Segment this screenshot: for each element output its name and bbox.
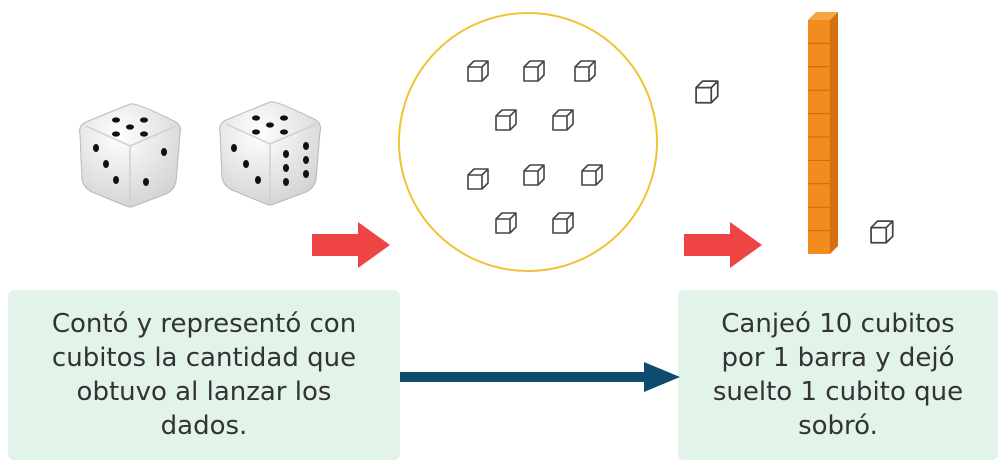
ten-rod-icon bbox=[808, 12, 838, 254]
right-caption-box: Canjeó 10 cubitos por 1 barra y dejó sue… bbox=[678, 290, 998, 460]
unit-cube-icon bbox=[870, 220, 894, 244]
blue-arrow-icon bbox=[400, 362, 680, 392]
unit-cube-icon bbox=[523, 60, 545, 82]
unit-cube-icon bbox=[552, 212, 574, 234]
unit-cube-icon bbox=[495, 212, 517, 234]
unit-cube-icon bbox=[695, 80, 719, 104]
right-caption-text: Canjeó 10 cubitos por 1 barra y dejó sue… bbox=[712, 309, 964, 441]
left-caption-box: Contó y representó con cubitos la cantid… bbox=[8, 290, 400, 460]
unit-cube-icon bbox=[574, 60, 596, 82]
unit-cube-icon bbox=[523, 164, 545, 186]
counting-circle bbox=[398, 12, 658, 272]
red-arrow-icon-right bbox=[684, 222, 762, 268]
die-icon-first bbox=[79, 103, 181, 208]
unit-cube-icon bbox=[467, 60, 489, 82]
unit-cube-icon bbox=[552, 109, 574, 131]
unit-cube-icon bbox=[581, 164, 603, 186]
unit-cube-icon bbox=[495, 109, 517, 131]
counted-cubes-group bbox=[467, 60, 603, 234]
left-caption-text: Contó y representó con cubitos la cantid… bbox=[51, 309, 357, 441]
red-arrow-icon-left bbox=[312, 222, 390, 268]
die-icon-second bbox=[219, 101, 321, 206]
unit-cube-icon bbox=[467, 168, 489, 190]
